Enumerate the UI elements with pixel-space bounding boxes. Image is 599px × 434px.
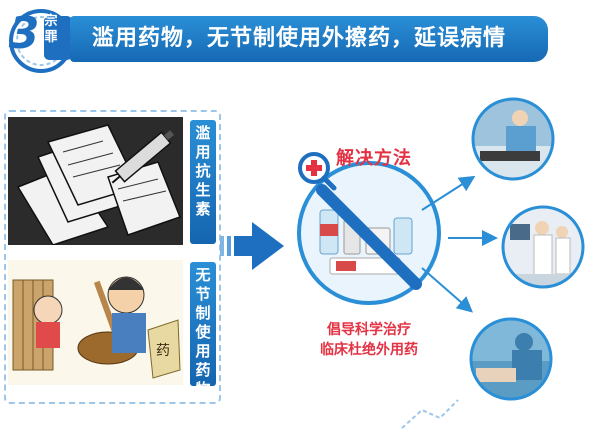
prescriptions-illustration xyxy=(8,117,183,245)
herbal-medicine-illustration: 药 xyxy=(8,260,183,385)
badge-text-1: 宗 xyxy=(44,14,58,29)
page-title: 滥用药物，无节制使用外擦药，延误病情 xyxy=(92,26,507,51)
solution-title: 解决方法 xyxy=(336,148,412,169)
badge-text: 宗 罪 xyxy=(40,14,62,46)
advocate-line-1: 倡导科学治疗 xyxy=(327,322,411,338)
problem-panel xyxy=(4,110,221,404)
badge-text-2: 罪 xyxy=(44,30,58,45)
right-arrow-icon xyxy=(218,218,288,274)
svg-text:药: 药 xyxy=(156,343,170,359)
treatment-photo-1 xyxy=(470,96,556,182)
advocate-line-2: 临床杜绝外用药 xyxy=(320,342,418,358)
branch-arrows xyxy=(420,160,510,330)
treatment-photo-2 xyxy=(500,204,586,290)
magnifier-cross-icon xyxy=(296,150,338,192)
badge-number: 3 xyxy=(8,8,40,59)
drug-overuse-label: 无 节 制 使 用 药 物 xyxy=(190,262,216,398)
treatment-photo-3 xyxy=(468,316,554,402)
antibiotic-abuse-label: 滥 用 抗 生 素 xyxy=(190,120,216,244)
decorative-ribbon xyxy=(400,396,460,430)
header-bar xyxy=(70,16,548,62)
medicine-prohibited-icon xyxy=(296,160,442,306)
advocate-text: 倡导科学治疗 临床杜绝外用药 xyxy=(304,320,434,360)
